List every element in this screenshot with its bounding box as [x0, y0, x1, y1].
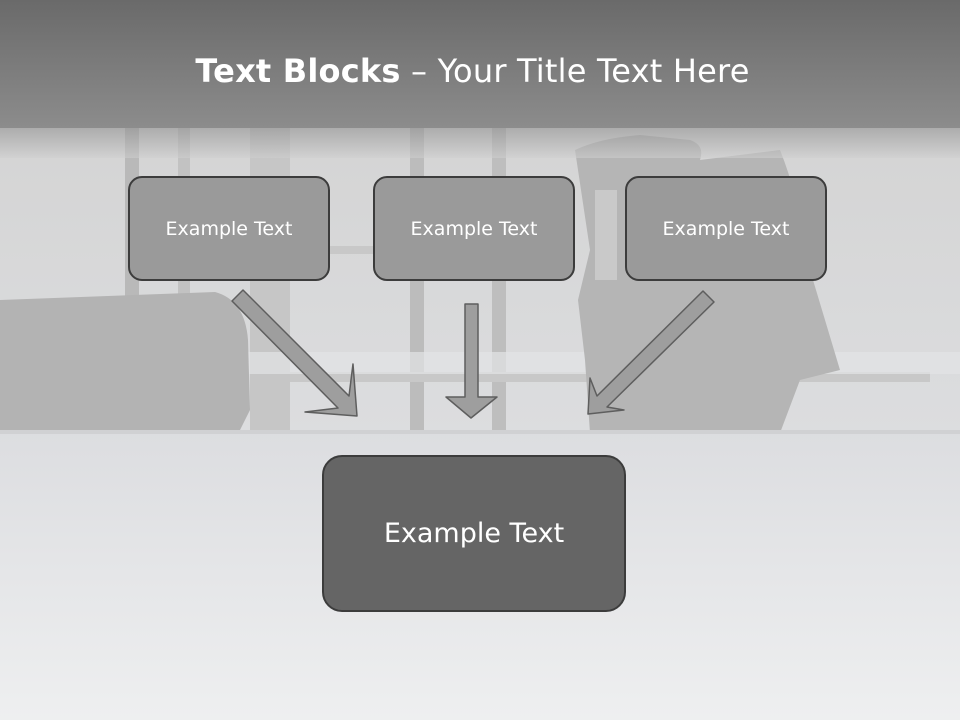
text-block-2-label: Example Text	[410, 217, 538, 240]
text-block-1[interactable]: Example Text	[128, 176, 330, 281]
target-block[interactable]: Example Text	[322, 455, 626, 612]
target-block-label: Example Text	[383, 518, 565, 549]
text-block-3-label: Example Text	[662, 217, 790, 240]
arrow-left-diagonal	[231, 289, 358, 417]
text-block-2[interactable]: Example Text	[373, 176, 575, 281]
arrow-down-center	[445, 303, 498, 419]
arrow-right-diagonal	[587, 290, 715, 415]
text-block-3[interactable]: Example Text	[625, 176, 827, 281]
slide-title: Text Blocks – Your Title Text Here	[0, 52, 945, 90]
title-bold-part: Text Blocks	[195, 52, 401, 90]
title-rest: Your Title Text Here	[437, 52, 750, 90]
text-block-1-label: Example Text	[165, 217, 293, 240]
title-dash: –	[400, 52, 438, 90]
